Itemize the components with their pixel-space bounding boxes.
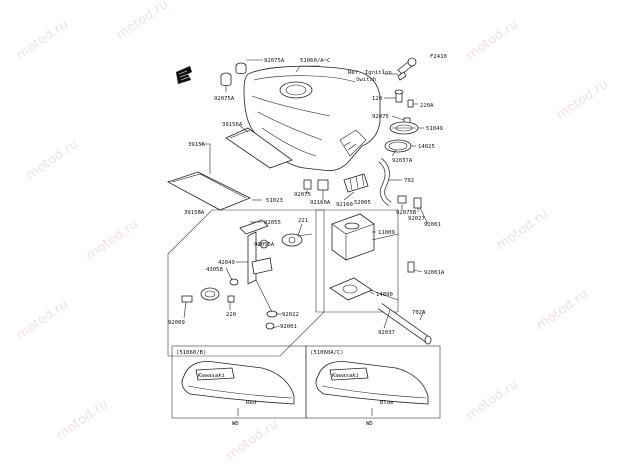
- panel-left-color: Red: [246, 400, 256, 406]
- label-92075a-left: 92075A: [214, 96, 235, 102]
- label-ref-ignition: Ref. Ignition: [348, 70, 392, 76]
- label-14090: 14090: [376, 292, 393, 298]
- watermark: motod.ru: [54, 397, 111, 443]
- damper-92160: [343, 173, 369, 193]
- panel-left-brand: Kawasaki: [197, 373, 225, 379]
- label-52005: 52005: [354, 200, 371, 206]
- label-220: 220: [226, 312, 236, 318]
- hose-702a: [377, 303, 432, 345]
- label-92001-right: 92001: [424, 222, 441, 228]
- label-702: 702: [404, 178, 414, 184]
- label-92075a-top: 92075A: [264, 58, 285, 64]
- label-92055a: 92055A: [254, 242, 275, 248]
- label-92022: 92022: [282, 312, 299, 318]
- label-92075-b: 92075: [294, 192, 311, 198]
- panel-right-variant: (51060A/C): [310, 350, 344, 356]
- label-220a: 220A: [420, 103, 434, 109]
- watermark: motod.ru: [534, 287, 591, 333]
- watermark: motod.ru: [464, 377, 521, 423]
- label-43058: 43058: [206, 267, 223, 273]
- label-92160: 92160: [336, 202, 353, 208]
- pump-box-52005: [315, 209, 399, 313]
- label-92160a: 92160A: [310, 200, 331, 206]
- watermark: motod.ru: [114, 0, 171, 43]
- ring-51049: [389, 121, 419, 135]
- label-39156: 39156: [188, 142, 205, 148]
- label-92009: 92009: [168, 320, 185, 326]
- watermark: motod.ru: [14, 297, 71, 343]
- panel-left-variant: (51060/B): [176, 350, 206, 356]
- label-39156a-bottom: 39156A: [184, 210, 205, 216]
- watermark: motod.ru: [24, 137, 81, 183]
- label-ref-switch: Switch: [356, 77, 376, 83]
- decal-panel-left: (51060/B) Kawasaki Red WD: [171, 345, 307, 427]
- watermark: motod.ru: [494, 207, 551, 253]
- damper-92075: [303, 179, 312, 190]
- label-92027: 92027: [408, 216, 425, 222]
- pad-39156: [166, 171, 251, 211]
- clamp-92075b: [397, 195, 407, 204]
- panel-right-footer: WD: [366, 421, 373, 427]
- label-42049: 42049: [218, 260, 235, 266]
- decal-panel-right: (51060A/C) Kawasaki Blue WD: [305, 345, 441, 427]
- cushion-92075a-top: [235, 62, 247, 74]
- label-221: 221: [298, 218, 308, 224]
- bolt-92001a: [407, 261, 415, 273]
- watermark: motod.ru: [84, 217, 141, 263]
- watermark: motod.ru: [554, 77, 611, 123]
- label-51023: 51023: [266, 198, 283, 204]
- label-14025: 14025: [418, 144, 435, 150]
- gasket-14025: [384, 139, 412, 153]
- part-220a: [407, 99, 414, 108]
- label-92001a: 92001A: [424, 270, 445, 276]
- cushion-92160a: [317, 179, 329, 191]
- panel-right-color: Blue: [380, 400, 394, 406]
- leader-lines: [183, 59, 429, 329]
- watermark: motod.ru: [464, 17, 521, 63]
- label-92001-bottom: 92001: [280, 324, 297, 330]
- label-11009: 11009: [378, 230, 395, 236]
- bolt-120: [394, 89, 404, 103]
- ignition-key-icon: [384, 57, 417, 81]
- watermark: motod.ru: [14, 17, 71, 63]
- label-120: 120: [372, 96, 382, 102]
- label-92037a: 92037A: [392, 158, 413, 164]
- panel-right-brand: Kawasaki: [331, 373, 359, 379]
- label-92075b: 92075B: [396, 210, 417, 216]
- hose-702: [378, 158, 392, 207]
- fuel-tank: [243, 65, 381, 172]
- label-92037: 92037: [378, 330, 395, 336]
- label-92055: 92055: [264, 220, 281, 226]
- label-39156a-top: 39156A: [222, 122, 243, 128]
- cushion-92075a-left: [220, 72, 232, 86]
- label-51049: 51049: [426, 126, 443, 132]
- label-92075: 92075: [372, 114, 389, 120]
- label-702a: 702A: [412, 310, 426, 316]
- fuel-cock-box: [167, 209, 325, 357]
- label-51060: 51060/A~C: [300, 58, 330, 64]
- bolt-92027: [413, 197, 422, 209]
- part-labels: 92075A 51060/A~C Ref. Ignition Switch 92…: [168, 58, 445, 336]
- panel-left-footer: WD: [232, 421, 239, 427]
- diagram-code: F2410: [430, 54, 447, 60]
- front-direction-icon: [176, 66, 192, 84]
